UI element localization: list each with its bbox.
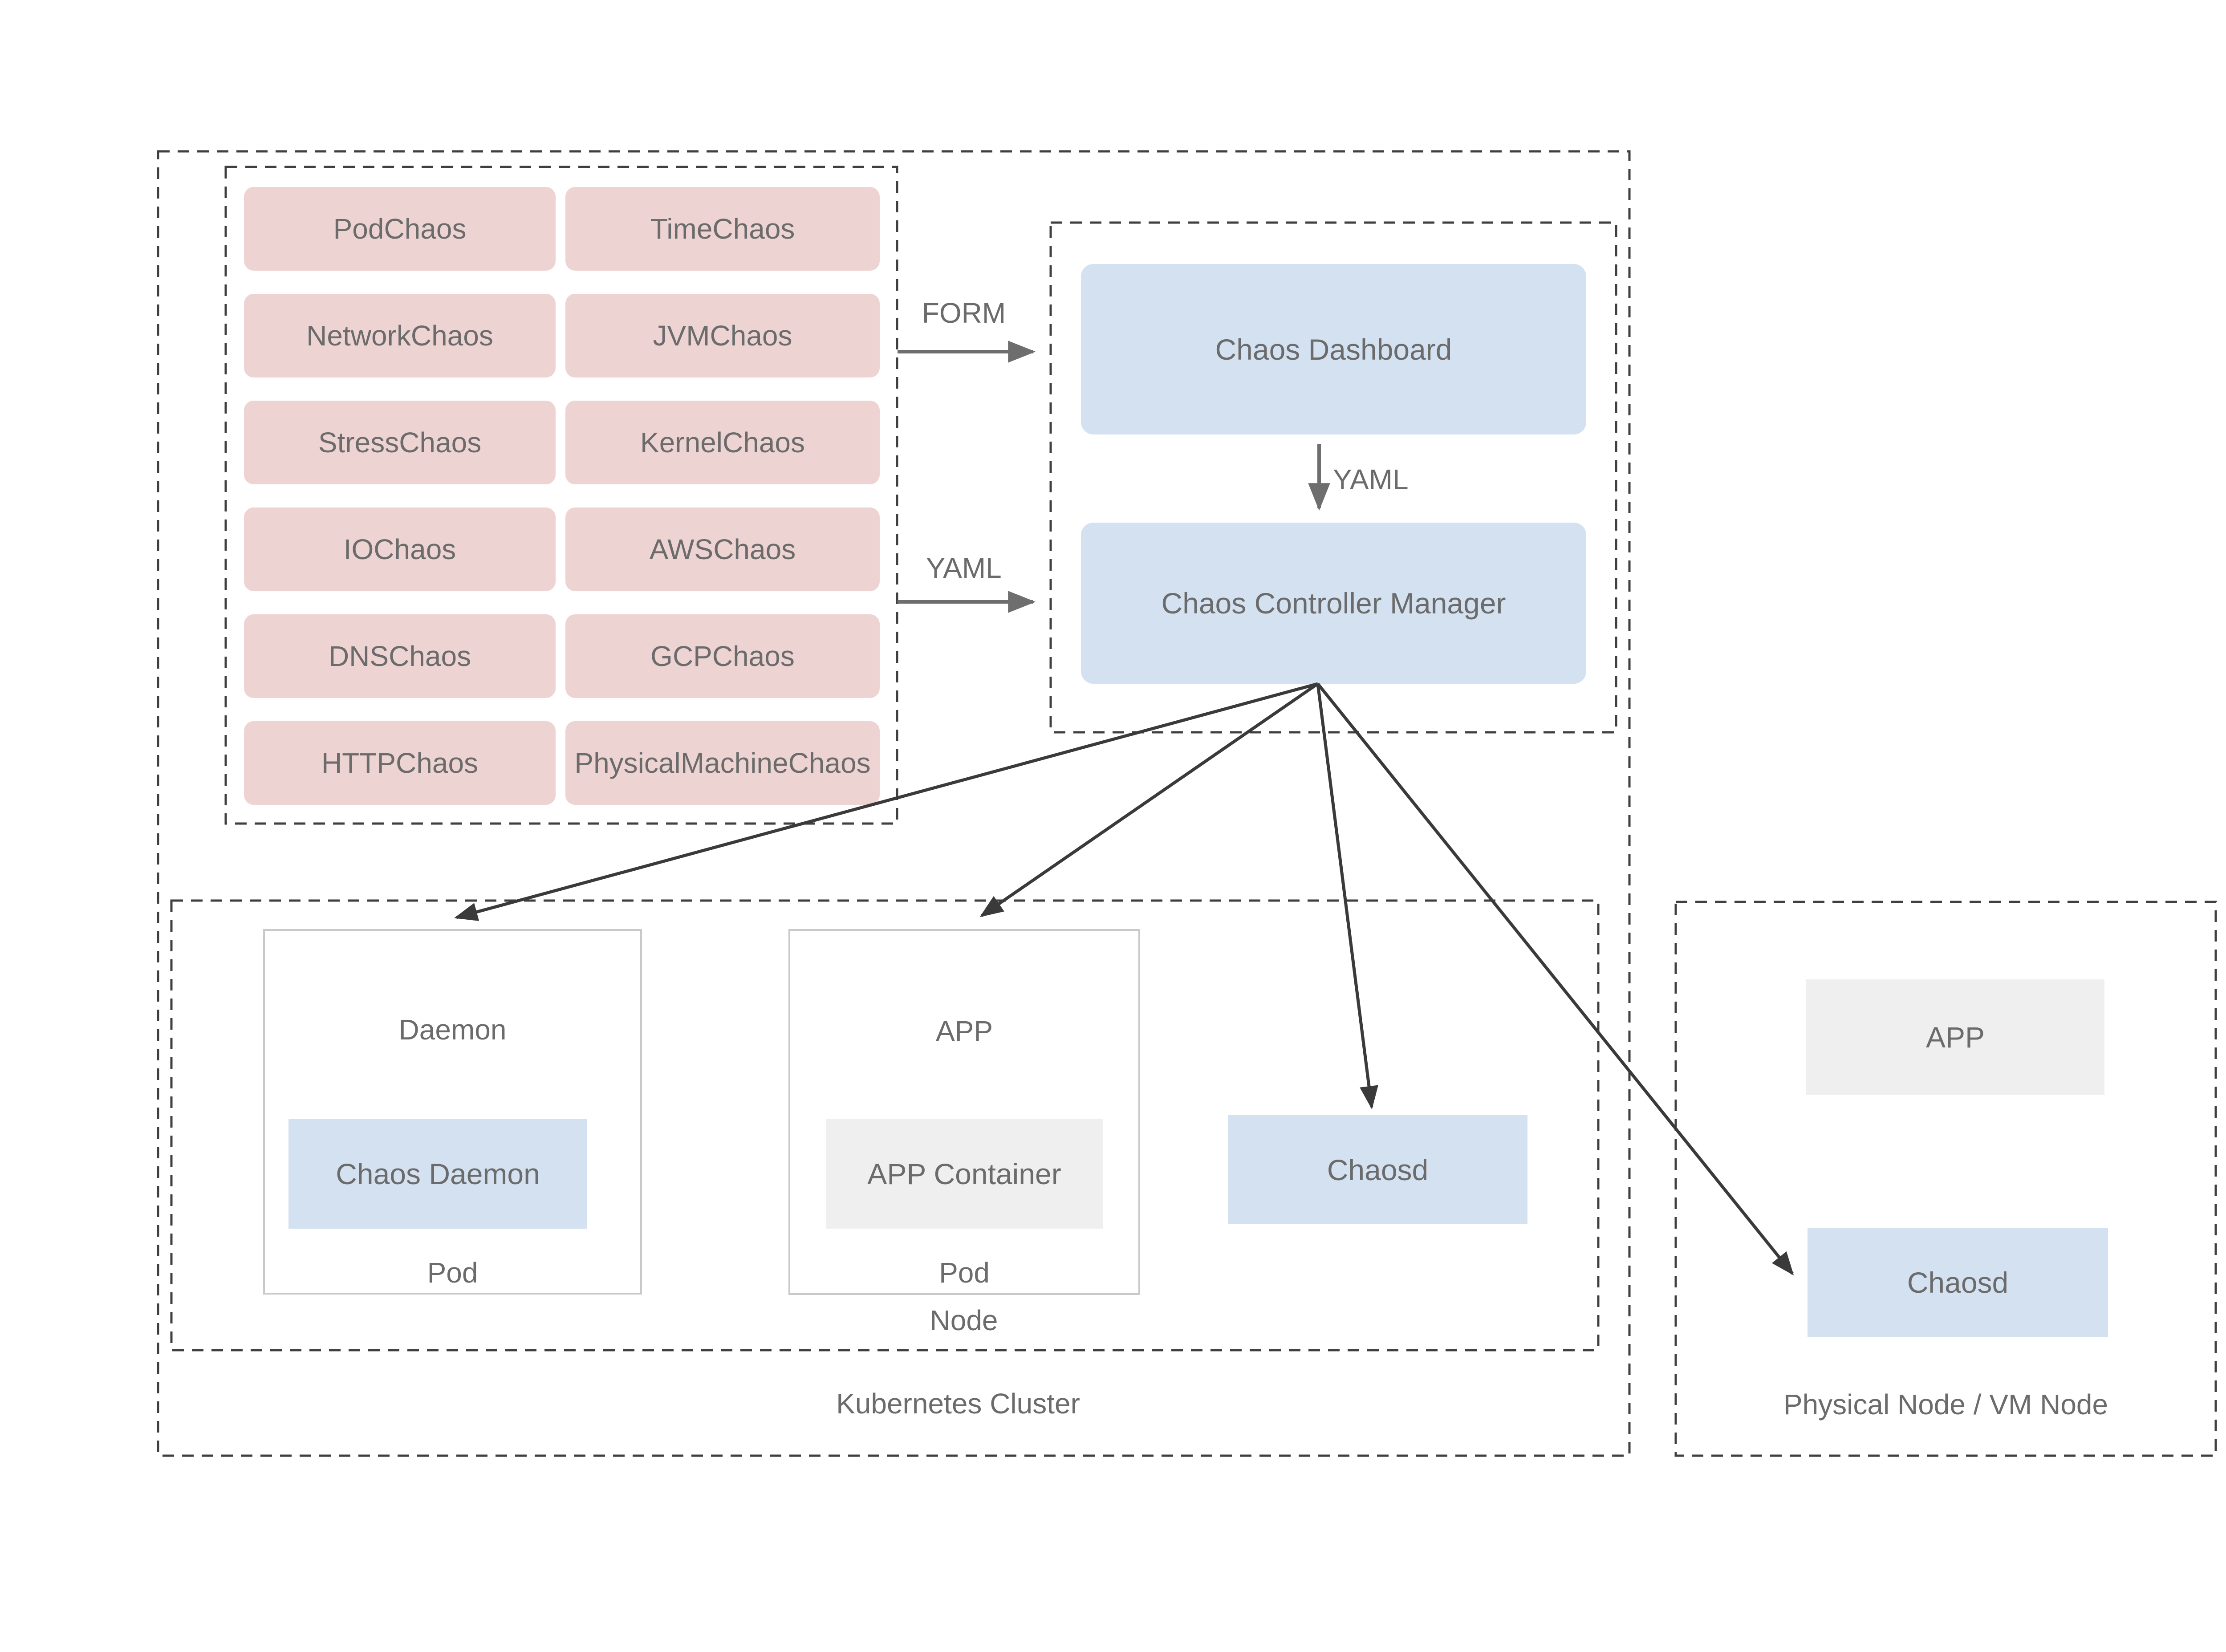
- chaos-type-label: HTTPChaos: [321, 747, 479, 779]
- app-pod-footer: Pod: [939, 1257, 990, 1289]
- daemon-pod-title: Daemon: [398, 1014, 507, 1046]
- chaos-type-label: NetworkChaos: [306, 320, 493, 352]
- chaos-type-label: PhysicalMachineChaos: [574, 747, 871, 779]
- chaos-type-label: PodChaos: [333, 213, 467, 245]
- chaos-type-label: TimeChaos: [650, 213, 795, 245]
- controller-to-app-pod-arrow: [979, 682, 1319, 917]
- yaml-input-label: YAML: [926, 552, 1002, 584]
- chaos-dashboard-label: Chaos Dashboard: [1215, 333, 1452, 366]
- chaos-type-box: DNSChaos: [244, 614, 556, 698]
- chaosd-physical-box: Chaosd: [1808, 1228, 2108, 1337]
- yaml-flow-label: YAML: [1333, 463, 1409, 495]
- chaos-daemon-label: Chaos Daemon: [336, 1157, 540, 1190]
- app-pod-title: APP: [935, 1015, 993, 1047]
- chaos-type-box: StressChaos: [244, 401, 556, 484]
- chaos-controller-manager-label: Chaos Controller Manager: [1161, 587, 1506, 620]
- chaos-type-box: AWSChaos: [565, 507, 880, 591]
- chaos-type-label: JVMChaos: [653, 320, 792, 352]
- chaos-type-label: AWSChaos: [649, 533, 796, 565]
- chaos-controller-manager-box: Chaos Controller Manager: [1081, 523, 1586, 684]
- app-container-box: APP Container: [826, 1119, 1103, 1229]
- chaos-type-box: JVMChaos: [565, 294, 880, 377]
- kubernetes-cluster-label: Kubernetes Cluster: [836, 1388, 1080, 1420]
- chaosd-node-label: Chaosd: [1327, 1153, 1429, 1186]
- chaos-type-box: NetworkChaos: [244, 294, 556, 377]
- chaos-type-box: PhysicalMachineChaos: [565, 721, 880, 805]
- chaosd-physical-label: Chaosd: [1907, 1266, 2009, 1299]
- physical-app-label: APP: [1925, 1021, 1985, 1054]
- form-label: FORM: [922, 297, 1006, 329]
- chaos-type-box: KernelChaos: [565, 401, 880, 484]
- app-container-label: APP Container: [867, 1157, 1061, 1190]
- chaos-dashboard-box: Chaos Dashboard: [1081, 264, 1586, 434]
- chaos-type-label: KernelChaos: [640, 426, 805, 459]
- chaos-type-label: StressChaos: [318, 426, 482, 459]
- chaos-type-box: TimeChaos: [565, 187, 880, 271]
- app-pod-box: APP APP Container Pod: [788, 929, 1140, 1295]
- chaos-type-box: GCPChaos: [565, 614, 880, 698]
- chaos-type-box: PodChaos: [244, 187, 556, 271]
- chaos-type-box: IOChaos: [244, 507, 556, 591]
- node-label: Node: [930, 1304, 998, 1336]
- controller-to-chaosd-node-arrow: [1316, 683, 1378, 1110]
- chaosd-node-box: Chaosd: [1228, 1115, 1527, 1224]
- chaos-type-label: DNSChaos: [328, 640, 471, 672]
- chaos-type-label: IOChaos: [343, 533, 456, 565]
- chaos-daemon-box: Chaos Daemon: [288, 1119, 587, 1229]
- chaos-type-label: GCPChaos: [650, 640, 795, 672]
- chaos-type-box: HTTPChaos: [244, 721, 556, 805]
- daemon-pod-box: Daemon Chaos Daemon Pod: [263, 929, 642, 1295]
- physical-node-label: Physical Node / VM Node: [1783, 1388, 2108, 1421]
- physical-app-box: APP: [1806, 979, 2104, 1095]
- daemon-pod-footer: Pod: [427, 1257, 478, 1289]
